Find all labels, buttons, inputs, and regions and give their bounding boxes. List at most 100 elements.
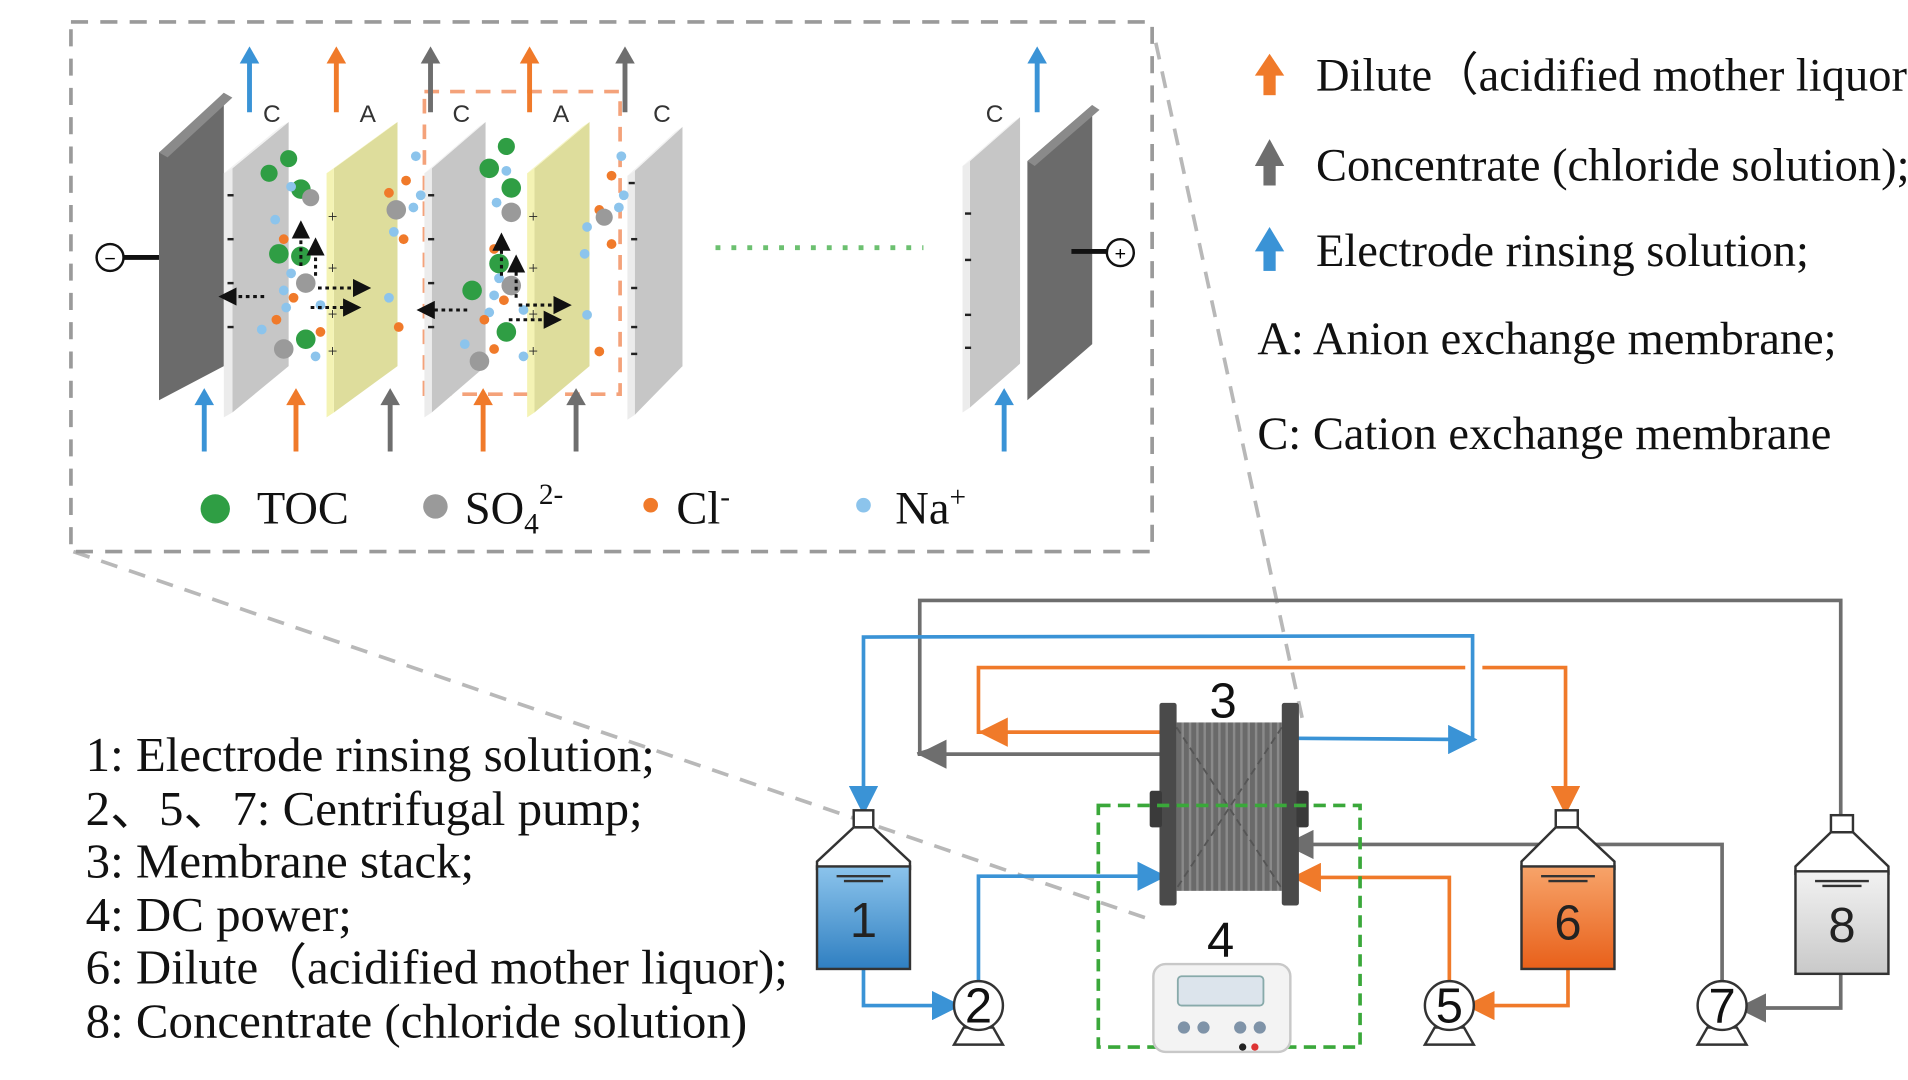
ion-legend: TOC SO42- Cl- Na+ (200, 479, 966, 540)
svg-text:+: + (328, 305, 338, 324)
svg-text:+: + (528, 258, 538, 277)
tank-6: 6 (1520, 809, 1616, 971)
membrane-charge-marks (227, 181, 638, 356)
svg-text:+: + (528, 207, 538, 226)
component-key-item: 6: Dilute（acidified mother liquor); (86, 940, 788, 995)
concentrate-piping (916, 598, 1843, 1023)
dc-power-knob (1234, 1021, 1247, 1034)
cathode-plate (159, 92, 233, 401)
flow-legend-label: Concentrate (chloride solution); (1316, 141, 1908, 192)
outflow-electrode-rinse-arrow (239, 46, 260, 113)
component-key-item: 2、5、7: Centrifugal pump; (86, 781, 643, 836)
pump-number-label: 7 (1708, 980, 1735, 1034)
detail-dashed-frame (69, 20, 1154, 554)
ion-legend-sup: - (720, 481, 730, 513)
tank-number-label: 8 (1828, 899, 1855, 953)
flow-legend-dilute: Dilute（acidified mother liquor); (1254, 50, 1908, 101)
inflow-electrode-rinse-arrow (194, 388, 215, 452)
electrode-rinse-piping (848, 633, 1478, 1021)
svg-text:SO42-: SO42- (465, 479, 564, 540)
ion-legend-label: TOC (257, 484, 349, 535)
dilute-piping (976, 665, 1581, 1021)
inflow-concentrate-arrow (380, 388, 400, 452)
membrane-letter: C (453, 101, 471, 128)
so4-particle-icon (423, 494, 448, 519)
membrane-letter: C (653, 101, 671, 128)
flow-legend: Dilute（acidified mother liquor); Concent… (1254, 50, 1908, 460)
ion-legend-label: Na (895, 484, 949, 535)
zoom-guide-lines (72, 42, 1305, 924)
svg-text:+: + (328, 341, 338, 360)
inflow-dilute-arrow (473, 388, 493, 452)
pump-7: 7 (1695, 980, 1749, 1046)
dc-power-knob (1197, 1021, 1210, 1034)
svg-text:Cl-: Cl- (676, 481, 730, 534)
component-key-item: 8: Concentrate (chloride solution) (86, 993, 748, 1048)
cl-particle-icon (643, 497, 659, 513)
tank-1: 1 (815, 809, 912, 971)
svg-text:Na+: Na+ (895, 481, 966, 534)
flow-legend-label: Dilute（acidified mother liquor); (1316, 50, 1908, 101)
cathode-symbol: − (104, 248, 115, 270)
stack-number-label: 3 (1209, 675, 1236, 729)
concentrate-arrow-icon (1254, 139, 1285, 186)
tank-number-label: 6 (1554, 897, 1581, 951)
flow-legend-label: Electrode rinsing solution; (1316, 226, 1809, 277)
ion-legend-label: SO (465, 484, 524, 535)
flow-legend-electrode-rinse: Electrode rinsing solution; (1254, 226, 1809, 277)
stack-end-plate-right (1281, 702, 1299, 906)
membrane-a1: A (326, 101, 398, 418)
membrane-letter: A (360, 101, 377, 128)
component-key: 1: Electrode rinsing solution; 2、5、7: Ce… (86, 727, 788, 1048)
inflow-dilute-arrow (286, 388, 306, 452)
toc-particle-icon (200, 494, 230, 524)
outflow-electrode-rinse-arrow (1027, 46, 1047, 113)
repeat-unit-box (422, 89, 622, 397)
svg-text:+: + (328, 258, 338, 277)
anode-plate (1027, 104, 1100, 401)
pump-2: 2 (951, 980, 1006, 1046)
dc-power-display (1176, 975, 1265, 1007)
dc-power-terminal-positive (1251, 1043, 1259, 1051)
experimental-setup: 3 4 1 (815, 598, 1890, 1054)
ion-legend-toc: TOC (200, 484, 349, 535)
outflow-dilute-arrow (519, 46, 540, 113)
membrane-letter: C (986, 101, 1004, 128)
svg-text:+: + (528, 341, 538, 360)
svg-text:+: + (528, 305, 538, 324)
electrode-rinse-arrow-icon (1254, 226, 1285, 271)
tank-number-label: 1 (850, 894, 877, 948)
flow-legend-concentrate: Concentrate (chloride solution); (1254, 139, 1908, 192)
outflow-dilute-arrow (326, 46, 347, 113)
inflow-arrows (194, 388, 1014, 452)
ion-legend-sub: 4 (524, 508, 539, 540)
tank-8: 8 (1794, 813, 1890, 976)
membrane-a2: A (527, 101, 590, 418)
dc-power-number-label: 4 (1207, 914, 1234, 968)
anode-symbol: + (1115, 243, 1126, 265)
na-particle-icon (856, 497, 871, 513)
stack-electrode-connector-left (1149, 790, 1162, 828)
component-key-item: 3: Membrane stack; (86, 833, 474, 888)
pump-5: 5 (1422, 980, 1476, 1046)
component-key-item: 4: DC power; (86, 887, 352, 942)
pump-number-label: 2 (965, 980, 992, 1034)
inflow-electrode-rinse-arrow (994, 388, 1014, 452)
ion-legend-label: Cl (676, 484, 720, 535)
dc-power-terminal-negative (1238, 1043, 1247, 1051)
inflow-concentrate-arrow (566, 388, 586, 452)
membrane-stack: 3 (1149, 675, 1309, 906)
membrane-legend-cation: C: Cation exchange membrane (1257, 409, 1831, 460)
membrane-letter: C (263, 101, 281, 128)
stack-detail-panel: − C A C A (69, 20, 1154, 554)
svg-text:+: + (328, 207, 338, 226)
pump-number-label: 5 (1436, 980, 1463, 1034)
dc-power-supply: 4 (1152, 914, 1292, 1054)
ion-particles (256, 137, 629, 371)
membrane-c2: C (424, 101, 486, 418)
anion-membrane-plus-marks: + + + + + + + + (328, 207, 538, 360)
dc-power-knob (1253, 1021, 1266, 1034)
dilute-arrow-icon (1254, 53, 1285, 96)
dc-power-knob (1177, 1021, 1191, 1034)
